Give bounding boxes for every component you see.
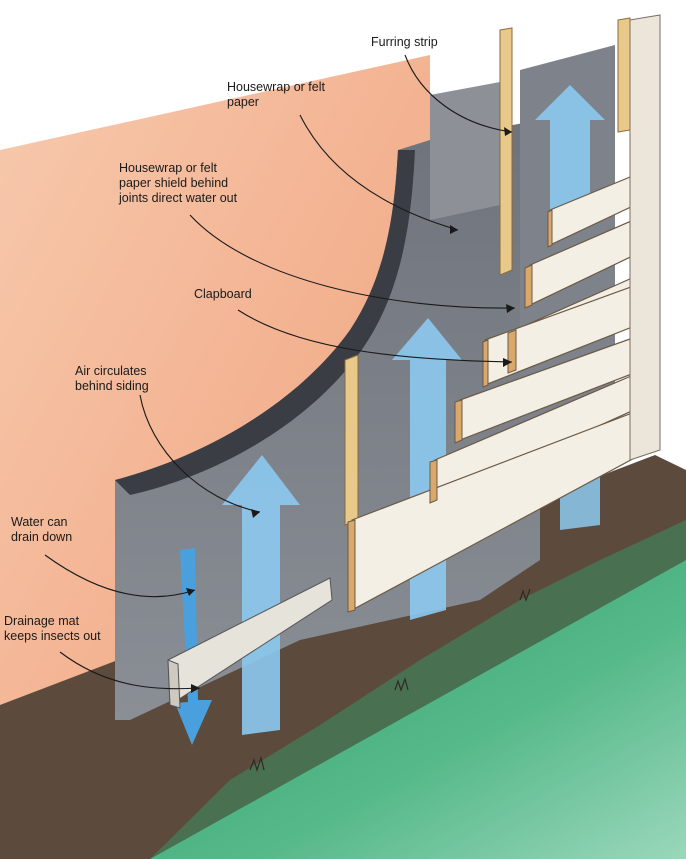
- leader-furring: [404, 54, 513, 133]
- clapboard-ends: [347, 209, 553, 613]
- air-arrow-left: [222, 455, 300, 735]
- label-clapboard: Clapboard: [194, 287, 252, 301]
- air-arrow-upper: [535, 85, 605, 230]
- furring-strip-left: [344, 354, 359, 526]
- leader-arrowheads: [186, 127, 515, 693]
- label-housewrap-shield: Housewrap or felt paper shield behind jo…: [119, 161, 238, 205]
- leader-air: [139, 394, 261, 513]
- label-drainage-mat: Drainage mat keeps insects out: [4, 614, 101, 643]
- housewrap-curl: [115, 150, 415, 495]
- label-water-drain: Water can drain down: [11, 515, 73, 544]
- furring-strip-right: [499, 27, 513, 276]
- drainage-mat-edge: [167, 659, 181, 709]
- leader-clapboard: [237, 309, 513, 363]
- grass-edge: [150, 520, 686, 859]
- label-furring-strip: Furring strip: [371, 35, 438, 49]
- leader-shield: [189, 214, 516, 309]
- label-housewrap: Housewrap or felt paper: [227, 80, 325, 109]
- leader-mat: [59, 651, 201, 690]
- housewrap-upper-sheet: [430, 82, 500, 220]
- water-drain-arrow: [175, 548, 212, 745]
- leader-lines: [44, 54, 516, 690]
- leader-water: [44, 554, 196, 598]
- grass-tufts: [249, 588, 531, 772]
- corner-trim: [629, 14, 661, 461]
- clapboard-stack: [351, 174, 656, 612]
- leader-housewrap: [299, 114, 459, 231]
- label-air-circulates: Air circulates behind siding: [75, 364, 149, 393]
- furring-strip-far: [617, 17, 631, 133]
